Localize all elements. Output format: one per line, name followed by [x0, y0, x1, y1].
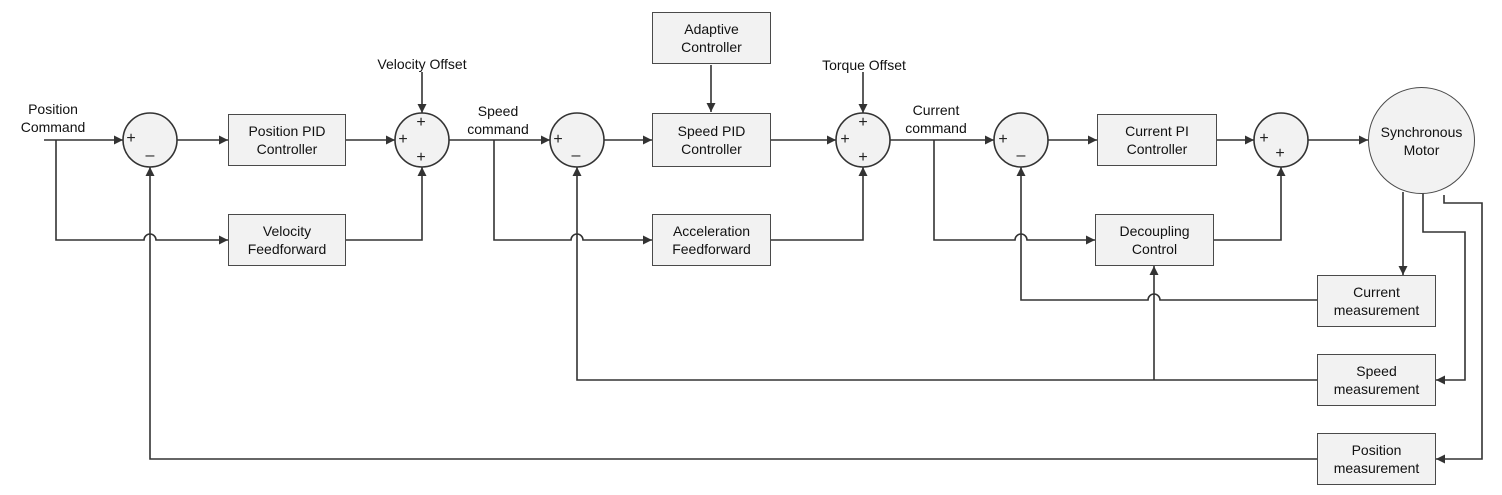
sum5-plus-sign: + [998, 131, 1008, 148]
current-pi-controller-block: Current PI Controller [1097, 114, 1217, 166]
sum5-minus-sign: – [1016, 147, 1026, 164]
position-measurement-block: Position measurement [1317, 433, 1436, 485]
speed-command-label: Speed command [467, 103, 529, 137]
synchronous-motor-block: Synchronous Motor [1368, 87, 1475, 194]
wire-current-feedback [1016, 167, 1317, 301]
speed-pid-controller-block: Speed PID Controller [652, 113, 771, 167]
acceleration-feedforward-block: Acceleration Feedforward [652, 214, 771, 266]
torque-offset-label: Torque Offset [822, 57, 906, 73]
wire-decoupling-branch [933, 140, 1095, 245]
wire-accel-ff-branch [493, 140, 652, 245]
wire-position-feedback [145, 167, 1317, 460]
current-command-label: Current command [905, 102, 967, 136]
sum3-minus-sign: – [571, 147, 581, 164]
decoupling-control-block: Decoupling Control [1095, 214, 1214, 266]
speed-measurement-block: Speed measurement [1317, 354, 1436, 406]
sum2-left-plus-sign: + [398, 131, 408, 148]
sum6-bottom-plus-sign: + [1275, 145, 1285, 162]
wire-decoupling-out [1214, 167, 1286, 241]
position-pid-controller-block: Position PID Controller [228, 114, 346, 166]
sum4-top-plus-sign: + [858, 114, 868, 131]
velocity-offset-label: Velocity Offset [377, 56, 467, 72]
wire-vel-ff-out [346, 167, 427, 241]
current-measurement-block: Current measurement [1317, 275, 1436, 327]
adaptive-controller-block: Adaptive Controller [652, 12, 771, 64]
wire-motor-speed [1422, 190, 1466, 385]
wire-position-ff-branch [55, 140, 228, 245]
sum4-bottom-plus-sign: + [858, 149, 868, 166]
sum6-left-plus-sign: + [1259, 130, 1269, 147]
velocity-feedforward-block: Velocity Feedforward [228, 214, 346, 266]
sum1-plus-sign: + [126, 130, 136, 147]
sum4-left-plus-sign: + [840, 131, 850, 148]
sum1-minus-sign: – [145, 147, 155, 164]
sum2-bottom-plus-sign: + [416, 149, 426, 166]
sum3-plus-sign: + [553, 131, 563, 148]
wire-motor-position [1436, 195, 1483, 464]
sum2-top-plus-sign: + [416, 114, 426, 131]
position-command-label: Position Command [20, 101, 86, 135]
wire-speed-feedback [572, 167, 1317, 381]
wire-accel-ff-out [771, 167, 868, 241]
